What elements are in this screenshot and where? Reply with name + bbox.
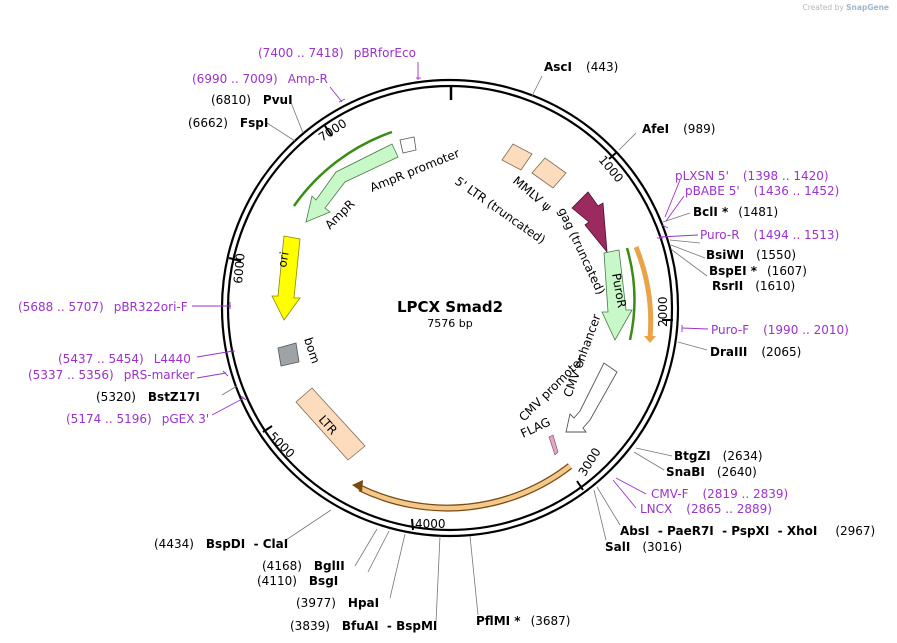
gag-feature[interactable] — [571, 191, 608, 254]
enzyme-bclI[interactable]: BclI *(1481) — [693, 205, 778, 219]
primer-leader-lines — [192, 62, 709, 509]
plasmid-size: 7576 bp — [427, 317, 472, 330]
primer-cmvf[interactable]: CMV-F(2819 .. 2839) — [651, 487, 788, 501]
ampr-promoter-feature[interactable] — [399, 136, 417, 154]
primer-l4440[interactable]: (5437 .. 5454)L4440 — [58, 352, 191, 366]
cmv-enhancer-feature[interactable] — [565, 362, 618, 433]
enzyme-bspEI[interactable]: BspEI *(1607) — [709, 264, 807, 278]
enzyme-ascI[interactable]: AscI(443) — [544, 60, 618, 74]
enzyme-bsiWI[interactable]: BsiWI(1550) — [706, 248, 796, 262]
enzyme-afeI[interactable]: AfeI(989) — [642, 122, 715, 136]
ampr-orf-line — [292, 130, 393, 207]
enzyme-pvuI[interactable]: (6810)PvuI — [211, 93, 293, 107]
backbone-outer — [220, 78, 680, 538]
ltr-feature[interactable] — [295, 387, 366, 461]
ori-feature[interactable] — [271, 235, 301, 321]
tick-label-3000: 3000 — [576, 445, 604, 478]
plasmid-name: LPCX Smad2 — [397, 298, 503, 316]
enzyme-bsgI[interactable]: (4110)BsgI — [257, 574, 338, 588]
primer-plxsn5[interactable]: pLXSN 5'(1398 .. 1420) — [675, 169, 829, 183]
enzyme-pflMI[interactable]: PflMI *(3687) — [476, 614, 570, 628]
enzyme-rsrII[interactable]: RsrII(1610) — [712, 279, 795, 293]
credit-brand: SnapGene — [846, 3, 889, 12]
tick-label-2000: 2000 — [656, 296, 670, 327]
tick-label-5000: 5000 — [266, 429, 297, 460]
tick-marks — [228, 125, 673, 531]
primer-pbabe5[interactable]: pBABE 5'(1436 .. 1452) — [685, 184, 839, 198]
flag-feature[interactable] — [548, 434, 559, 456]
enzyme-hpaI[interactable]: (3977)HpaI — [296, 596, 379, 610]
primer-pbr322orif[interactable]: (5688 .. 5707)pBR322ori-F — [18, 300, 188, 314]
tick-label-4000: 4000 — [415, 517, 446, 531]
enzyme-bfuAI-group[interactable]: (3839)BfuAI - BspMI — [290, 619, 437, 633]
enzyme-salI[interactable]: SalI(3016) — [605, 540, 682, 554]
enzyme-snaBI[interactable]: SnaBI(2640) — [666, 465, 757, 479]
puror-orf-line — [625, 247, 636, 341]
enzyme-draIII[interactable]: DraIII(2065) — [710, 345, 801, 359]
tick-label-6000: 6000 — [231, 253, 248, 285]
puror-orange-orf — [633, 246, 654, 339]
primer-pbrforeco[interactable]: (7400 .. 7418)pBRforEco — [258, 46, 416, 60]
puror-orange-arrowhead — [644, 336, 656, 343]
enzyme-btgZI[interactable]: BtgZI(2634) — [674, 449, 763, 463]
ltr5-feature[interactable] — [501, 143, 533, 171]
puror-feature[interactable] — [601, 249, 633, 341]
primer-puror[interactable]: Puro-R(1494 .. 1513) — [700, 228, 839, 242]
enzyme-bstZ17I[interactable]: (5320)BstZ17I — [96, 390, 200, 404]
credit-prefix: Created by — [802, 3, 844, 12]
primer-purof[interactable]: Puro-F(1990 .. 2010) — [711, 323, 849, 337]
enzyme-fspI[interactable]: (6662)FspI — [188, 116, 268, 130]
enzyme-absI-group[interactable]: AbsI - PaeR7I - PspXI - XhoI(2967) — [620, 524, 875, 538]
ampr-feature[interactable] — [305, 143, 399, 223]
enzyme-bglII[interactable]: (4168)BglII — [262, 559, 345, 573]
leader-lines — [221, 75, 708, 623]
enzyme-bspDI-group[interactable]: (4434)BspDI - ClaI — [154, 537, 288, 551]
primer-ampr[interactable]: (6990 .. 7009)Amp-R — [192, 72, 328, 86]
mmlv-feature[interactable] — [531, 157, 567, 189]
primer-prsmarker[interactable]: (5337 .. 5356)pRS-marker — [28, 368, 194, 382]
bom-label: bom — [301, 336, 323, 366]
bom-feature[interactable] — [277, 342, 300, 367]
bottom-orf-arrowhead — [352, 480, 363, 492]
primer-lncx[interactable]: LNCX(2865 .. 2889) — [640, 502, 772, 516]
ori-label: ori — [275, 251, 291, 269]
snapgene-credit: Created by SnapGene — [803, 3, 890, 12]
primer-pgex3[interactable]: (5174 .. 5196)pGEX 3' — [66, 412, 209, 426]
bottom-orf-arc — [359, 464, 572, 511]
puror-label: PuroR — [609, 272, 629, 309]
